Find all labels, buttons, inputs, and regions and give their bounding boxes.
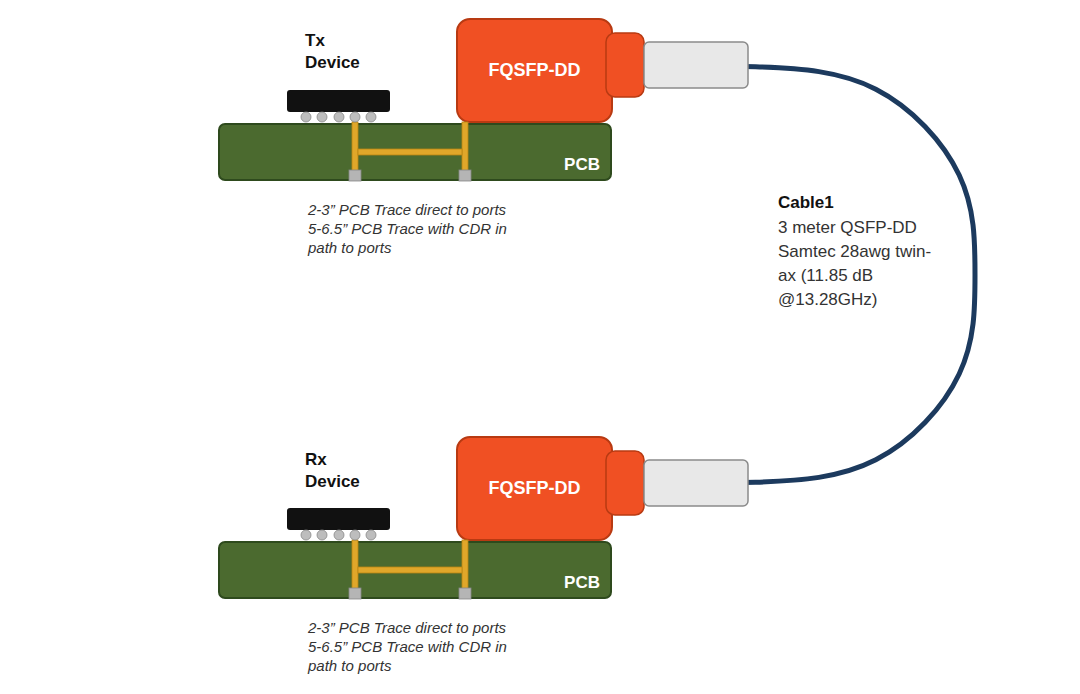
module-label: FQSFP-DD [489,60,581,81]
trace-note: 2-3” PCB Trace direct to ports [308,618,506,637]
device-label: Rx Device [305,449,367,493]
fqsfp-dd-cage: FQSFP-DD [456,18,613,123]
trace-note: 2-3” PCB Trace direct to ports [308,200,506,219]
trace-note: 5-6.5” PCB Trace with CDR in path to por… [308,219,532,257]
pcb-board: PCB [218,541,612,599]
cable-name: Cable1 [778,192,898,214]
cable-spec: 3 meter QSFP-DD Samtec 28awg twin-ax (11… [778,216,936,312]
board-label: PCB [564,155,600,175]
pcb-board: PCB [218,123,612,181]
module-label: FQSFP-DD [489,478,581,499]
twinax-cable [613,66,975,484]
board-label: PCB [564,573,600,593]
device-label: Tx Device [305,30,367,74]
fqsfp-dd-cage: FQSFP-DD [456,436,613,541]
trace-note: 5-6.5” PCB Trace with CDR in path to por… [308,637,532,675]
